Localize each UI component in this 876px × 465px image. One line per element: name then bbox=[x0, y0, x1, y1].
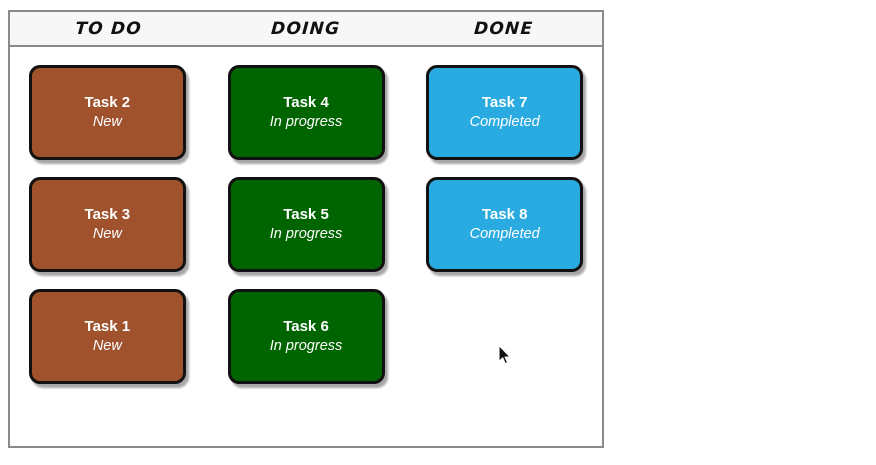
column-header-done: DONE bbox=[473, 18, 534, 39]
task-card-status: In progress bbox=[269, 225, 343, 242]
task-card-title: Task 2 bbox=[84, 94, 131, 112]
kanban-column-header-bar: TO DO DOING DONE bbox=[8, 10, 604, 47]
task-card-title: Task 6 bbox=[283, 318, 329, 336]
column-header-doing: DOING bbox=[270, 18, 342, 39]
task-card-title: Task 4 bbox=[283, 94, 329, 112]
task-card-status: Completed bbox=[469, 225, 540, 242]
task-card-title: Task 3 bbox=[84, 206, 131, 224]
task-card-title: Task 5 bbox=[283, 206, 329, 224]
task-card-status: New bbox=[92, 337, 122, 354]
task-card-title: Task 1 bbox=[84, 318, 131, 336]
task-card-status: Completed bbox=[469, 113, 540, 130]
task-card-status: In progress bbox=[269, 337, 343, 354]
task-card-title: Task 7 bbox=[481, 94, 528, 112]
task-card-status: New bbox=[92, 225, 122, 242]
column-header-todo: TO DO bbox=[74, 18, 143, 39]
task-card-title: Task 8 bbox=[481, 206, 528, 224]
task-card-status: In progress bbox=[269, 113, 343, 130]
task-card-status: New bbox=[92, 113, 122, 130]
